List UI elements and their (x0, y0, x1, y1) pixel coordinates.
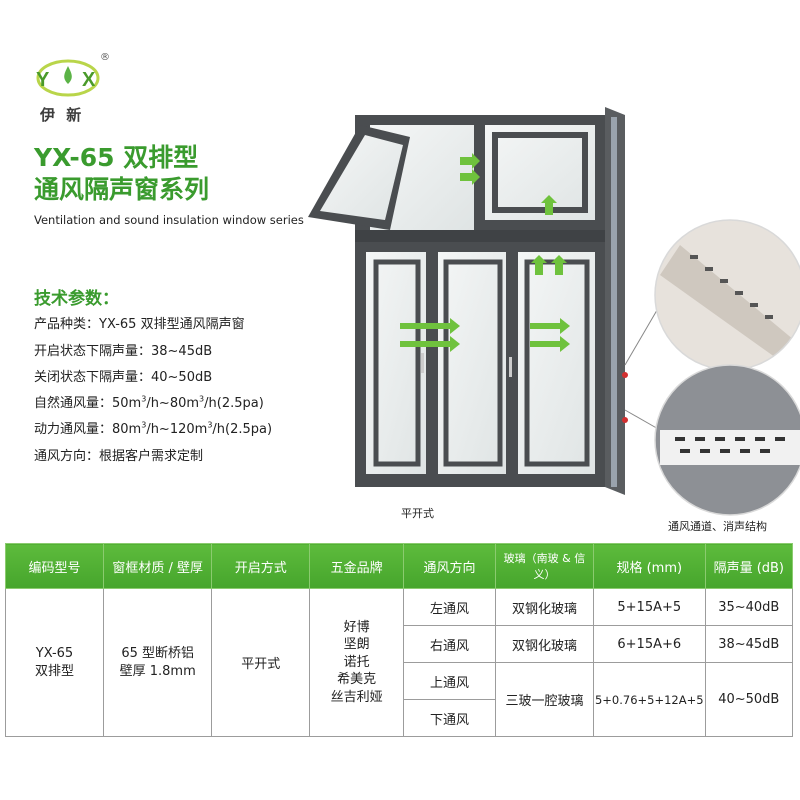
table-row: 上通风 三玻一腔玻璃 5+0.76+5+12A+5 40~50dB (6, 662, 794, 737)
window-caption: 平开式 (401, 507, 434, 520)
cell-glass: 三玻一腔玻璃 (494, 662, 594, 737)
cell-opening: 平开式 (211, 588, 311, 737)
cell-direction: 左通风 (403, 588, 496, 626)
cell-insulation: 40~50dB (704, 662, 794, 737)
brand-logo: Y X ® (36, 52, 110, 97)
spec-direction: 通风方向：根据客户需求定制 (34, 449, 204, 464)
leaf-icon (64, 66, 72, 84)
cell-size: 5+0.76+5+12A+5 (592, 662, 706, 737)
table-header-row: 编码型号 窗框材质 / 壁厚 开启方式 五金品牌 通风方向 玻璃（南玻 & 信义… (5, 543, 794, 589)
header-frame: 窗框材质 / 壁厚 (102, 543, 213, 589)
window-illustration (308, 107, 628, 495)
header-glass: 玻璃（南玻 & 信义） (494, 543, 594, 589)
detail-views (624, 219, 800, 516)
page-title-line2: 通风隔声窗系列 (34, 175, 210, 204)
spec-closed-noise: 关闭状态下隔声量：40~50dB (34, 370, 213, 385)
cell-insulation: 38~45dB (704, 625, 794, 663)
table-row: 右通风 双钢化玻璃 6+15A+6 38~45dB (6, 625, 794, 663)
logo-letter-x: X (82, 69, 96, 91)
cell-frame: 65 型断桥铝壁厚 1.8mm (102, 588, 213, 737)
cell-glass: 双钢化玻璃 (494, 625, 594, 663)
header-size: 规格 (mm) (592, 543, 706, 589)
cell-size: 6+15A+6 (592, 625, 706, 663)
vent-detail-1 (655, 220, 800, 370)
airflow-arrows-icon (400, 153, 570, 352)
vent-detail-2 (655, 365, 800, 515)
header-opening: 开启方式 (211, 543, 311, 589)
handle-icon (421, 353, 424, 373)
detail-caption: 通风通道、消声结构 (668, 520, 767, 533)
cell-insulation: 35~40dB (704, 588, 794, 626)
spec-product: 产品种类：YX-65 双排型通风隔声窗 (34, 317, 245, 332)
header-direction: 通风方向 (403, 543, 496, 589)
spec-powered-vent: 动力通风量：80m3/h~120m3/h(2.5pa) (34, 420, 273, 437)
cell-direction: 下通风 (403, 699, 496, 737)
table-row: 下通风 (6, 699, 793, 737)
cell-direction: 右通风 (403, 625, 496, 663)
header-hardware: 五金品牌 (309, 543, 405, 589)
page-subtitle: Ventilation and sound insulation window … (34, 213, 304, 227)
header-insulation: 隔声量 (dB) (704, 543, 794, 589)
spec-natural-vent: 自然通风量：50m3/h~80m3/h(2.5pa) (34, 394, 264, 411)
spec-table: 编码型号 窗框材质 / 壁厚 开启方式 五金品牌 通风方向 玻璃（南玻 & 信义… (5, 543, 794, 737)
cell-hardware: 好博坚朗诺托希美克丝吉利娅 (309, 588, 405, 737)
header-model: 编码型号 (5, 543, 104, 589)
brand-name: 伊 新 (40, 106, 85, 124)
spec-open-noise: 开启状态下隔声量：38~45dB (34, 344, 213, 359)
cell-size: 5+15A+5 (592, 588, 706, 626)
cell-glass: 双钢化玻璃 (494, 588, 594, 626)
handle-icon (509, 357, 512, 377)
specs-title: 技术参数： (34, 289, 119, 309)
cell-direction: 上通风 (403, 662, 496, 700)
logo-letter-y: Y (36, 69, 50, 91)
registered-mark: ® (100, 52, 110, 63)
page-title-line1: YX-65 双排型 (34, 143, 199, 172)
